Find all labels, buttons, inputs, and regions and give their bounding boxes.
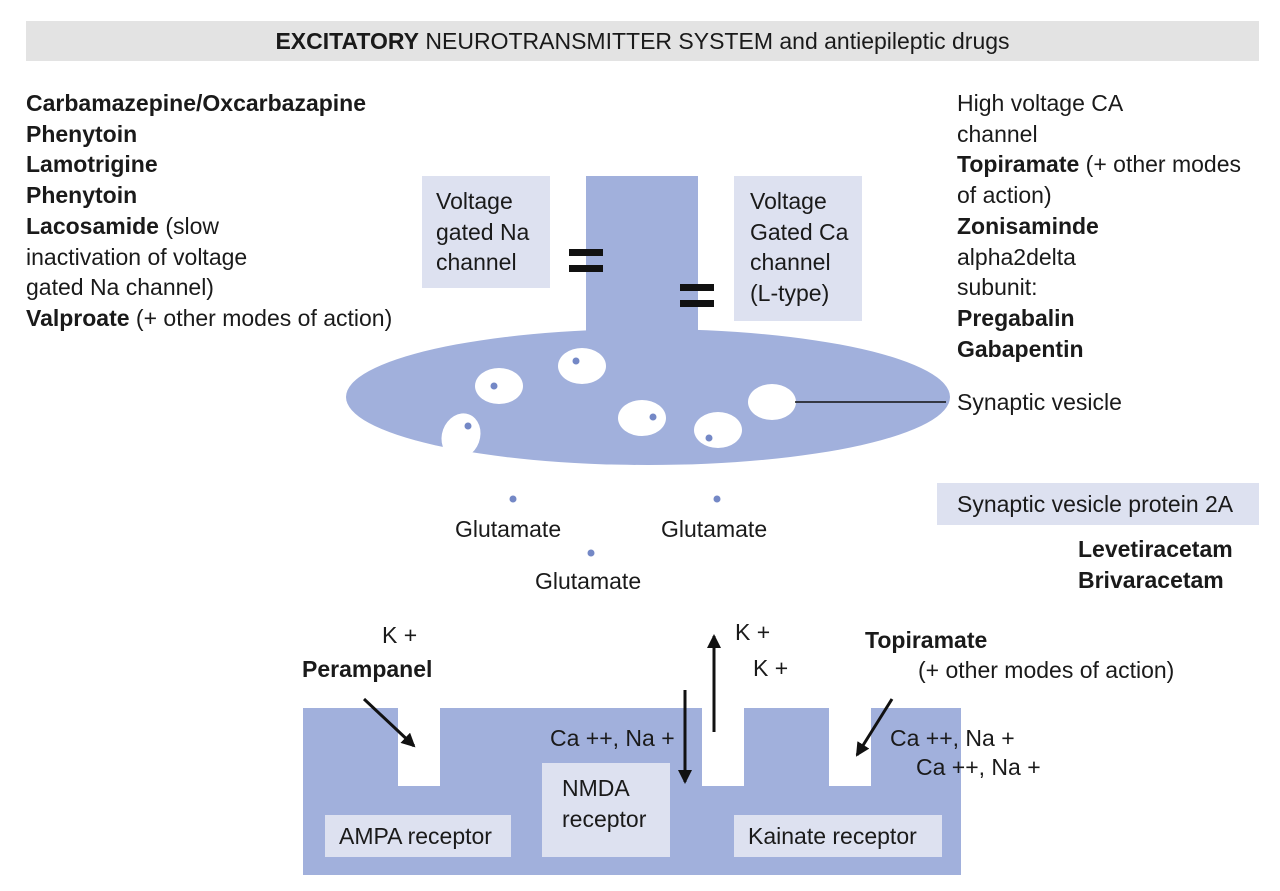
nmda-ion-in-label: Ca ++, Na + <box>550 725 675 751</box>
kainate-ion-label-1: Ca ++, Na + <box>890 725 1015 751</box>
drug-gabapentin: Gabapentin <box>957 335 1084 362</box>
ca-channel-line3: channel <box>750 249 831 276</box>
glutamate-dot <box>587 549 595 557</box>
glutamate-label-right: Glutamate <box>661 516 768 542</box>
drug-phenytoin: Phenytoin <box>26 120 138 147</box>
drug-topiramate-kainate: Topiramate <box>865 627 988 653</box>
kainate-ion-label-2: Ca ++, Na + <box>916 754 1041 780</box>
glutamate-label-left: Glutamate <box>455 516 562 542</box>
lacosamide-note-line2: inactivation of voltage <box>26 243 248 270</box>
title-rest: NEUROTRANSMITTER SYSTEM and antiepilepti… <box>419 28 1010 54</box>
perampanel-arrow <box>362 697 416 748</box>
lacosamide-note-line3: gated Na channel) <box>26 274 214 301</box>
vesicle <box>748 384 796 420</box>
glutamate-dot <box>713 495 721 503</box>
vesicle <box>694 412 742 448</box>
drug-perampanel: Perampanel <box>302 656 433 682</box>
vesicle <box>618 400 666 436</box>
drug-pregabalin: Pregabalin <box>957 304 1075 331</box>
ampa-ion-label: K + <box>382 622 418 648</box>
ca-channel-label: Voltage Gated Ca channel (L-type) <box>734 176 862 321</box>
vesicle <box>558 348 606 384</box>
topiramate-kainate-note: (+ other modes of action) <box>918 657 1175 683</box>
drug-lacosamide-note: (slow <box>158 212 220 239</box>
drug-valproate-note: (+ other modes of action) <box>129 304 393 331</box>
presynaptic-terminal <box>346 329 950 465</box>
drug-zonisamide: Zonisaminde <box>957 212 1099 239</box>
topiramate-arrow <box>855 698 894 757</box>
drug-lacosamide: Lacosamide (slow <box>26 211 219 242</box>
na-channel-line3: channel <box>436 249 517 276</box>
sv2a-label: Synaptic vesicle protein 2A <box>937 483 1259 525</box>
title-bold: EXCITATORY <box>275 28 420 54</box>
drug-levetiracetam: Levetiracetam <box>1078 536 1233 562</box>
vesicle-fusing <box>441 413 481 459</box>
vesicle <box>475 368 523 404</box>
kainate-receptor-label: Kainate receptor <box>734 815 942 857</box>
drug-topiramate: Topiramate (+ other modes <box>957 149 1241 180</box>
synaptic-vesicles <box>441 348 796 459</box>
drug-brivaracetam: Brivaracetam <box>1078 566 1224 593</box>
drug-phenytoin-2: Phenytoin <box>26 182 138 209</box>
ampa-receptor-label: AMPA receptor <box>325 815 511 857</box>
na-channel-line2: gated Na <box>436 218 530 245</box>
nmda-receptor-label: NMDA receptor <box>542 763 670 857</box>
subunit-label: subunit: <box>957 274 1038 301</box>
nmda-receptor-line2: receptor <box>562 805 647 832</box>
ca-channel-line1: Voltage <box>750 188 827 214</box>
na-channel-line1: Voltage <box>436 188 513 214</box>
na-channel-label: Voltage gated Na channel <box>422 176 550 288</box>
drug-topiramate-name: Topiramate <box>957 151 1080 178</box>
ca-channel-line2: Gated Ca <box>750 218 849 245</box>
synaptic-vesicle-label: Synaptic vesicle <box>957 389 1122 415</box>
drug-topiramate-note: (+ other modes <box>1079 151 1241 178</box>
nmda-ion-out-label-2: K + <box>753 655 789 681</box>
nmda-ion-out-label-1: K + <box>735 619 771 645</box>
drug-carbamazepine: Carbamazepine/Oxcarbazapine <box>26 90 367 116</box>
glutamate-dot <box>509 495 517 503</box>
axon-stalk <box>586 176 698 356</box>
drug-valproate: Valproate (+ other modes of action) <box>26 303 392 334</box>
alpha2delta-label: alpha2delta <box>957 243 1076 270</box>
title-bar: EXCITATORY NEUROTRANSMITTER SYSTEM and a… <box>26 21 1259 61</box>
drug-lamotrigine: Lamotrigine <box>26 151 158 178</box>
drug-valproate-name: Valproate <box>26 304 130 331</box>
ca-channel-line4: (L-type) <box>750 280 830 307</box>
nmda-receptor-line1: NMDA <box>562 775 630 801</box>
drug-topiramate-note-2: of action) <box>957 182 1052 209</box>
na-channel-icon <box>569 249 603 272</box>
drug-lacosamide-name: Lacosamide <box>26 212 159 239</box>
ca-channel-heading-2: channel <box>957 120 1038 147</box>
ca-channel-icon <box>680 284 714 307</box>
glutamate-label-center: Glutamate <box>535 568 642 594</box>
ca-channel-heading-1: High voltage CA <box>957 90 1124 116</box>
